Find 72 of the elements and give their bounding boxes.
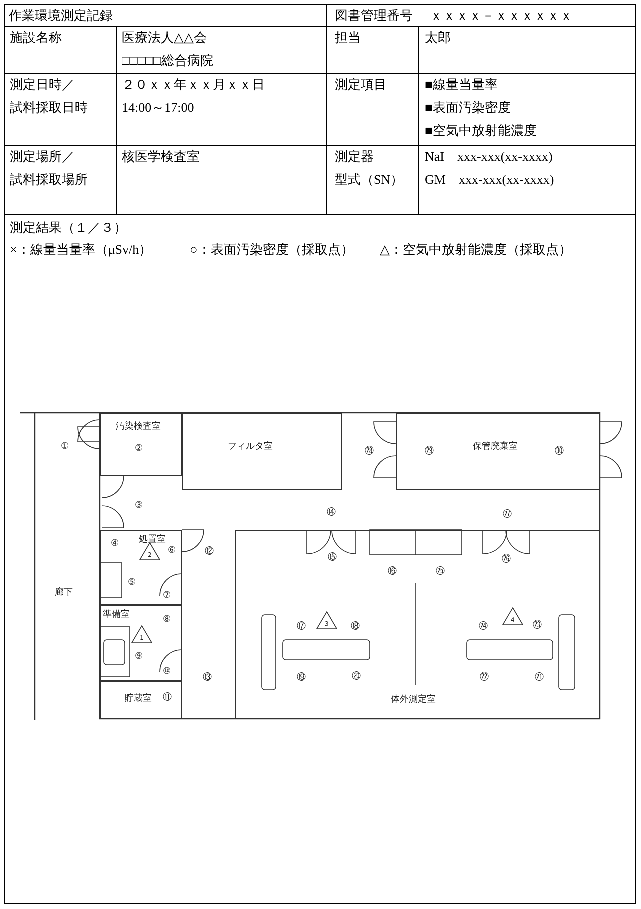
- sample-point-number: ⑲: [297, 673, 306, 683]
- sample-point-number: ㉔: [479, 622, 488, 632]
- room-name: 準備室: [103, 610, 130, 620]
- room-outline: [100, 413, 182, 476]
- sample-point-number: ⑮: [328, 553, 337, 563]
- sample-point-number: ㉓: [533, 621, 542, 631]
- room-name: フィルタ室: [228, 442, 273, 452]
- sample-point-number: ⑭: [327, 508, 336, 518]
- field-value: 太郎: [425, 30, 451, 46]
- room-outline: [100, 605, 182, 681]
- room-outline: [100, 681, 182, 719]
- field-label: 型式（SN）: [335, 172, 404, 188]
- sample-point-number: ④: [111, 539, 120, 549]
- sample-point-number: ⑰: [297, 622, 306, 632]
- legend-text: ×：線量当量率（μSv/h）: [10, 242, 152, 258]
- room-outline: [235, 530, 600, 719]
- field-value: ｘｘｘｘ－ｘｘｘｘｘｘ: [430, 8, 573, 24]
- field-value: 14:00～17:00: [122, 100, 194, 116]
- field-value: 医療法人△△会: [122, 30, 207, 46]
- sample-point-number: ㉑: [535, 673, 544, 683]
- room-outline: [182, 413, 342, 490]
- room-name: 汚染検査室: [116, 422, 161, 432]
- sample-point-number: ⑥: [168, 546, 176, 556]
- section-heading: 測定結果（１／３）: [10, 220, 127, 236]
- room-name: 処置室: [139, 535, 166, 545]
- field-label: 図書管理番号: [335, 8, 413, 24]
- room-outline: [100, 530, 182, 605]
- sample-point-number: ㉖: [502, 555, 511, 565]
- sample-point-number: ㉘: [365, 447, 374, 457]
- field-value: ２０ｘｘ年ｘｘ月ｘｘ日: [122, 77, 265, 93]
- sample-point-number: ②: [135, 444, 144, 454]
- room-name: 体外測定室: [391, 695, 436, 705]
- field-value: □□□□□総合病院: [122, 53, 214, 69]
- sample-point-number: ⑩: [163, 667, 172, 677]
- sample-point-number: ㉚: [555, 447, 564, 457]
- checklist-item: ■線量当量率: [425, 77, 498, 93]
- sample-point-number: ⑪: [163, 693, 172, 703]
- sample-point-number: ⑤: [128, 578, 136, 588]
- field-label: 測定項目: [335, 77, 387, 93]
- sample-point-number: ⑫: [205, 547, 214, 557]
- field-label: 担当: [335, 30, 361, 46]
- sample-point-number: ㉗: [503, 510, 512, 520]
- form-title: 作業環境測定記録: [9, 8, 113, 24]
- sample-point-number: ①: [61, 442, 70, 452]
- sample-point-number: ⑧: [163, 615, 172, 625]
- sample-point-number: ⑯: [388, 567, 397, 577]
- sample-point-number: ⑨: [135, 652, 144, 662]
- sample-point-number: ㉙: [425, 447, 434, 457]
- room-name: 貯蔵室: [125, 694, 152, 704]
- field-label: 測定日時／: [10, 77, 75, 93]
- corridor-label: 廊下: [55, 588, 73, 598]
- field-label: 測定場所／: [10, 149, 75, 165]
- checklist-item: ■空気中放射能濃度: [425, 123, 537, 139]
- checklist-item: ■表面汚染密度: [425, 100, 511, 116]
- legend-text: ○：表面汚染密度（採取点）: [190, 242, 354, 258]
- sample-point-number: ㉒: [480, 673, 489, 683]
- sample-point-number: ⑱: [351, 622, 360, 632]
- field-label: 試料採取日時: [10, 100, 88, 116]
- field-label: 試料採取場所: [10, 172, 88, 188]
- room-name: 保管廃棄室: [473, 442, 518, 452]
- sample-point-number: ⑦: [163, 591, 172, 601]
- field-label: 施設名称: [10, 30, 62, 46]
- legend-text: △：空気中放射能濃度（採取点）: [380, 242, 572, 258]
- sample-point-number: ⑳: [352, 672, 361, 682]
- sample-point-number: ③: [135, 501, 144, 511]
- sample-point-number: ㉕: [436, 567, 445, 577]
- room-outline: [396, 413, 600, 490]
- sample-point-number: ⑬: [203, 673, 212, 683]
- field-value: 核医学検査室: [122, 149, 200, 165]
- field-value: NaI xxx-xxx(xx-xxxx): [425, 149, 553, 165]
- field-value: GM xxx-xxx(xx-xxxx): [425, 172, 554, 188]
- field-label: 測定器: [335, 149, 374, 165]
